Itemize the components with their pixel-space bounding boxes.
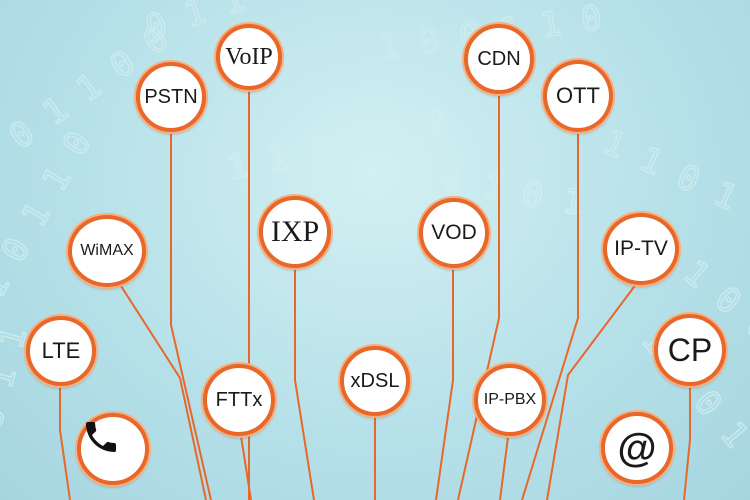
node-ippbx: IP-PBX <box>474 364 546 436</box>
node-ixp-label: IXP <box>270 215 320 248</box>
node-voip-label: VoIP <box>225 43 273 70</box>
connector-iptv <box>546 282 638 500</box>
connector-fttx <box>240 435 252 500</box>
connector-ippbx <box>499 436 509 500</box>
node-ixp: IXP <box>259 196 331 268</box>
node-xdsl-label: xDSL <box>350 369 400 392</box>
node-wimax: WiMAX <box>68 215 146 287</box>
node-cdn: CDN <box>464 24 534 94</box>
node-iptv: IP-TV <box>603 213 679 285</box>
node-ott-label: OTT <box>556 83 600 108</box>
node-ott: OTT <box>543 60 613 132</box>
node-xdsl: xDSL <box>340 346 410 416</box>
node-pstn: PSTN <box>136 62 206 132</box>
node-fttx-label: FTTx <box>215 388 263 411</box>
node-lte: LTE <box>26 316 96 386</box>
node-cp-label: CP <box>667 331 713 368</box>
node-voip: VoIP <box>216 24 282 90</box>
node-vod-label: VOD <box>431 221 477 244</box>
node-fttx: FTTx <box>203 364 275 436</box>
connector-lte <box>59 386 71 500</box>
node-ippbx-label: IP-PBX <box>483 391 537 408</box>
node-at: @ <box>601 412 673 484</box>
connector-cdn <box>457 92 500 500</box>
node-cp: CP <box>654 314 726 386</box>
node-phone <box>77 413 149 485</box>
connector-vod <box>435 266 454 500</box>
node-at-label: @ <box>617 425 657 470</box>
node-cdn-label: CDN <box>477 47 521 70</box>
connector-ott <box>521 130 579 500</box>
node-iptv-label: IP-TV <box>614 237 668 260</box>
phone-icon <box>86 422 116 452</box>
node-wimax-label: WiMAX <box>80 242 134 259</box>
node-pstn-label: PSTN <box>144 85 198 108</box>
connector-wimax <box>120 285 207 500</box>
connector-pstn <box>170 131 212 500</box>
node-vod: VOD <box>419 198 489 268</box>
connector-cp <box>683 384 691 500</box>
node-lte-label: LTE <box>41 338 81 363</box>
connector-ixp <box>294 268 315 500</box>
